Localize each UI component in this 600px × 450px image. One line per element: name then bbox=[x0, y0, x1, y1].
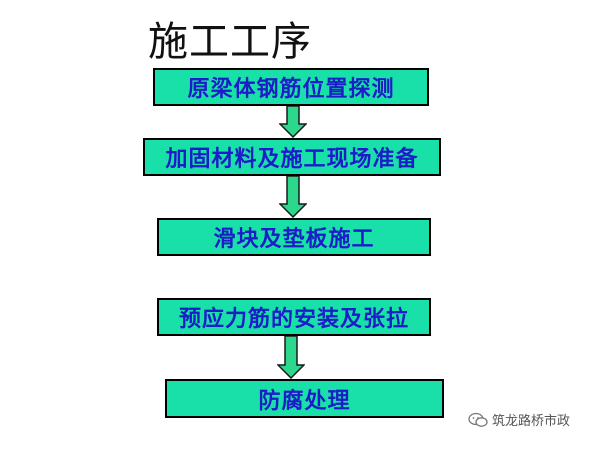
step-box-3: 滑块及垫板施工 bbox=[157, 218, 431, 256]
wechat-icon bbox=[468, 412, 488, 427]
step-box-1: 原梁体钢筋位置探测 bbox=[153, 68, 429, 106]
step-box-2: 加固材料及施工现场准备 bbox=[143, 138, 441, 176]
arrow-down-icon bbox=[279, 106, 307, 138]
watermark-text: 筑龙路桥市政 bbox=[492, 414, 571, 429]
step-box-4: 预应力筋的安装及张拉 bbox=[157, 298, 431, 336]
step-box-5: 防腐处理 bbox=[165, 379, 444, 418]
arrow-down-icon bbox=[279, 176, 307, 218]
diagram-title: 施工工序 bbox=[148, 19, 312, 65]
arrow-down-icon bbox=[277, 336, 305, 379]
watermark: 筑龙路桥市政 bbox=[468, 410, 570, 429]
